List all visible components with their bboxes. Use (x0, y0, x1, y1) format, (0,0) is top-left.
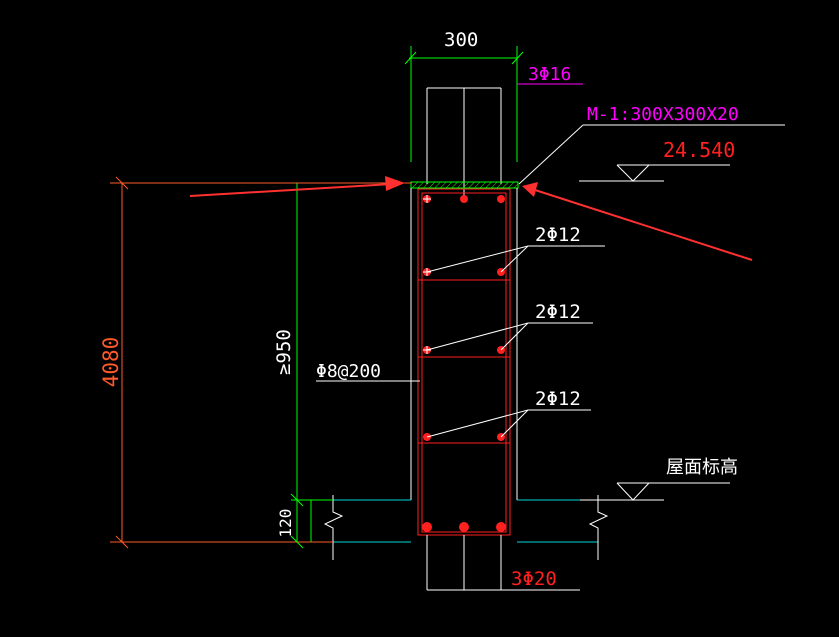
height-120-label: 120 (276, 509, 295, 538)
roof-elevation-symbol (616, 482, 650, 501)
stirrup-label: Φ8@200 (316, 361, 381, 382)
bottom-rebar-label: 3Φ20 (511, 568, 557, 590)
rebar-label-1: 2Φ12 (535, 224, 581, 246)
rebar-dots (422, 195, 506, 532)
plate-leader-d (518, 124, 584, 185)
upper-column (426, 87, 502, 196)
rebar-label-2: 2Φ12 (535, 301, 581, 323)
height-min-label: ≥950 (273, 329, 295, 375)
column-section (417, 188, 511, 536)
elevation-symbol (616, 164, 650, 182)
embed-plate (410, 181, 519, 189)
annotation-arrow-left (189, 176, 405, 197)
break-lines (323, 495, 609, 560)
column-outline (410, 188, 518, 500)
top-width-label: 300 (444, 29, 478, 51)
top-dimension (404, 46, 524, 162)
top-rebar-label: 3Φ16 (528, 64, 571, 85)
lower-column (426, 535, 580, 591)
height-dimension-total (110, 176, 411, 549)
roof-elevation-label: 屋面标高 (666, 457, 738, 478)
slab-lines (333, 499, 598, 543)
height-total-label: 4080 (99, 337, 123, 388)
annotation-arrow-right (522, 182, 753, 261)
plate-label: M-1:300X300X20 (587, 104, 739, 125)
height-dimension-min (290, 183, 333, 549)
rebar-label-3: 2Φ12 (535, 388, 581, 410)
rebar-leaders (426, 245, 605, 438)
elevation-label: 24.540 (663, 138, 735, 162)
